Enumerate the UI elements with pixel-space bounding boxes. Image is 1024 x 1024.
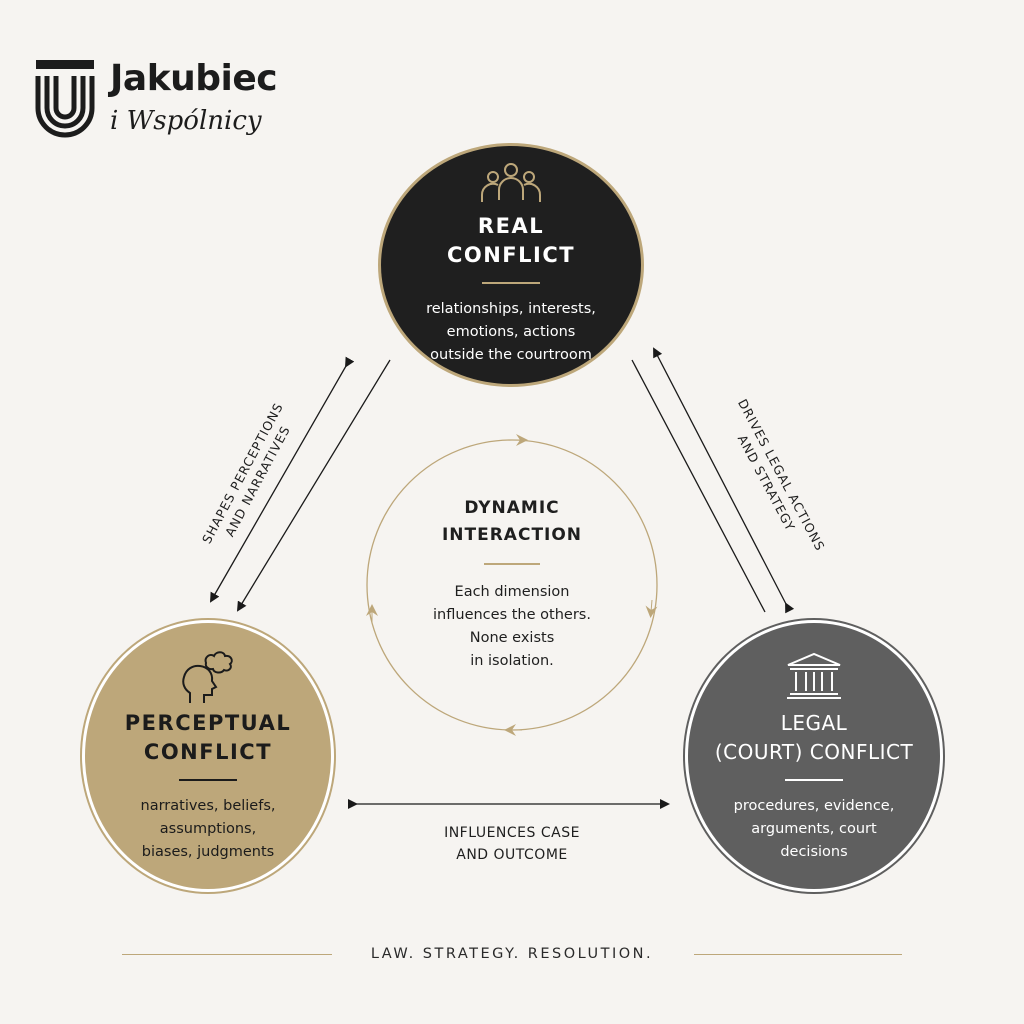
- real-title-line1: REAL: [477, 214, 545, 238]
- footer-rule-right: [694, 954, 902, 955]
- center-dynamic-interaction: DYNAMIC INTERACTION Each dimension influ…: [400, 495, 624, 673]
- brand-subtitle: i Wspólnicy: [110, 106, 262, 136]
- center-desc-line4: in isolation.: [470, 653, 554, 669]
- center-title-line2: INTERACTION: [441, 525, 583, 545]
- perceptual-desc-line1: narratives, beliefs,: [140, 798, 276, 814]
- node-legal-conflict: LEGAL (COURT) CONFLICT procedures, evide…: [685, 620, 943, 892]
- legal-title-line1: LEGAL: [780, 711, 848, 735]
- legal-desc-line3: decisions: [780, 844, 848, 860]
- footer: LAW. STRATEGY. RESOLUTION.: [0, 942, 1024, 966]
- real-divider: [482, 282, 540, 284]
- edge-bottom-line2: AND OUTCOME: [456, 847, 568, 863]
- real-desc-line2: emotions, actions: [446, 324, 576, 340]
- arrow-legal-to-real: [653, 347, 795, 614]
- real-desc-line1: relationships, interests,: [426, 301, 596, 317]
- edge-bottom-line1: INFLUENCES CASE: [444, 825, 580, 841]
- center-desc-line3: None exists: [469, 630, 555, 646]
- perceptual-title-line2: CONFLICT: [143, 740, 273, 764]
- perceptual-divider: [179, 779, 237, 781]
- edge-label-bottom: INFLUENCES CASE AND OUTCOME: [412, 822, 612, 866]
- perceptual-title-line1: PERCEPTUAL: [124, 711, 292, 735]
- footer-tagline: LAW. STRATEGY. RESOLUTION.: [370, 946, 654, 962]
- cycle-arrow-right: [645, 599, 658, 618]
- perceptual-desc-line3: biases, judgments: [141, 844, 275, 860]
- people-group-icon: [480, 163, 542, 202]
- real-title-line2: CONFLICT: [446, 243, 576, 267]
- arrow-real-to-perceptual: [210, 356, 355, 603]
- legal-desc-line1: procedures, evidence,: [733, 798, 895, 814]
- brand-logo: Jakubiec i Wspólnicy: [34, 58, 278, 138]
- center-desc-line2: influences the others.: [433, 607, 591, 623]
- node-real-conflict: REAL CONFLICT relationships, interests, …: [378, 143, 644, 387]
- legal-desc-line2: arguments, court: [751, 821, 877, 837]
- footer-rule-left: [122, 954, 332, 955]
- brand-name: Jakubiec: [110, 58, 278, 99]
- logo-mark-icon: [35, 60, 95, 138]
- center-divider: [484, 563, 540, 565]
- center-title-line1: DYNAMIC: [464, 498, 560, 518]
- legal-divider: [785, 779, 843, 781]
- courthouse-icon: [787, 652, 841, 699]
- node-perceptual-conflict: PERCEPTUAL CONFLICT narratives, beliefs,…: [82, 620, 334, 892]
- legal-title-line2: (COURT) CONFLICT: [714, 740, 914, 764]
- head-thought-icon: [182, 651, 233, 703]
- perceptual-desc-line2: assumptions,: [159, 821, 257, 837]
- center-desc-line1: Each dimension: [454, 584, 570, 600]
- arrow-perceptual-to-real: [236, 359, 391, 612]
- real-desc-line3: outside the courtroom: [430, 347, 592, 363]
